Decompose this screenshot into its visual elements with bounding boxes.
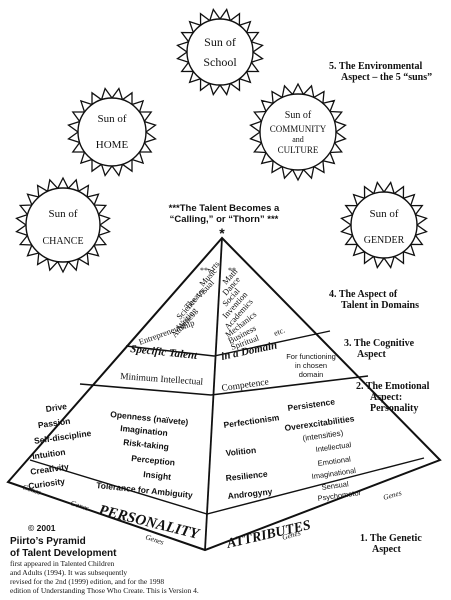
footnote-title1: Piirto’s Pyramid: [10, 536, 86, 547]
footnote-copyright: © 2001: [28, 523, 56, 533]
label-genetic-line1: 1. The Genetic: [360, 533, 422, 544]
label-environmental-line2: Aspect – the 5 “suns”: [341, 72, 432, 83]
label-emotional-line3: Personality: [370, 403, 418, 414]
footnote-title2: of Talent Development: [10, 548, 117, 559]
label-emotional-line2: Aspect:: [370, 392, 402, 403]
competence-note-line3: domain: [299, 370, 324, 379]
trait-item: Drive: [45, 401, 68, 414]
trait-item: Insight: [143, 469, 172, 482]
label-genetic-line2: Aspect: [372, 544, 402, 555]
calling-line1: ***The Talent Becomes a: [169, 203, 280, 214]
sun-rays: [176, 8, 264, 96]
sun-home-line1: Sun of: [97, 113, 126, 125]
label-cognitive-line2: Aspect: [357, 349, 387, 360]
label-cognitive-line1: 3. The Cognitive: [344, 338, 415, 349]
footnote-line1: first appeared in Talented Children: [10, 559, 115, 568]
trait-item: Risk-taking: [123, 437, 170, 452]
domain-stars-left: **: [200, 266, 208, 275]
pyramid: [6, 236, 442, 552]
sun-gender-line1: Sun of: [369, 208, 398, 220]
sun-rays: [67, 87, 157, 177]
sun-gender-line2: GENDER: [364, 235, 405, 246]
domain-item: etc.: [273, 326, 287, 338]
sun-school-line2: School: [203, 55, 237, 69]
trait-item: Passion: [37, 416, 71, 430]
calling-line2: “Calling,” or “Thorn” ***: [170, 214, 279, 225]
sun-community-line3: and: [292, 135, 304, 144]
sun-home: Sun of HOME: [67, 87, 157, 177]
footnote: © 2001 Piirto’s Pyramid of Talent Develo…: [10, 523, 199, 595]
sun-rays: [15, 176, 111, 274]
trait-item: Resilience: [225, 469, 268, 483]
sun-school-line1: Sun of: [204, 35, 236, 49]
sun-chance: Sun of CHANCE: [15, 176, 111, 274]
competence-note-line2: in chosen: [295, 361, 327, 370]
domains-right-list: Math Dance Social Invention Academics Me…: [220, 266, 286, 352]
trait-item: Volition: [225, 445, 256, 458]
competence-note-line1: For functioning: [286, 352, 336, 361]
sun-community: Sun of COMMUNITY and CULTURE: [249, 82, 347, 182]
sun-rays: [249, 82, 347, 182]
footnote-line2: and Adults (1994). It was subsequently: [10, 568, 127, 577]
sun-community-line4: CULTURE: [278, 145, 319, 155]
footnote-line3: revised for the 2nd (1999) edition, and …: [10, 577, 164, 586]
sun-school: Sun of School: [176, 8, 264, 96]
sun-home-line2: HOME: [96, 139, 129, 151]
footnote-line4: edition of Understanding Those Who Creat…: [10, 586, 199, 595]
domain-stars-right: **: [228, 266, 236, 275]
trait-item: Intuition: [31, 447, 66, 462]
sun-chance-line2: CHANCE: [42, 236, 83, 247]
sun-rays: [340, 181, 428, 269]
sun-chance-line1: Sun of: [48, 208, 77, 220]
trait-item: Sensual: [321, 479, 349, 492]
apex-star: *: [219, 225, 225, 241]
label-emotional-line1: 2. The Emotional: [356, 381, 430, 392]
trait-item: Perception: [131, 453, 176, 468]
sun-gender: Sun of GENDER: [340, 181, 428, 269]
sun-community-line2: COMMUNITY: [270, 124, 327, 134]
label-domains-line1: 4. The Aspect of: [329, 289, 398, 300]
label-domains-line2: Talent in Domains: [341, 300, 419, 311]
label-environmental-line1: 5. The Environmental: [329, 61, 422, 72]
trait-item: Androgyny: [227, 486, 273, 501]
sun-community-line1: Sun of: [285, 110, 312, 121]
aspect-labels: 5. The Environmental Aspect – the 5 “sun…: [329, 61, 432, 555]
trait-item: Imagination: [120, 423, 168, 438]
genes-label: Genes: [382, 488, 403, 502]
